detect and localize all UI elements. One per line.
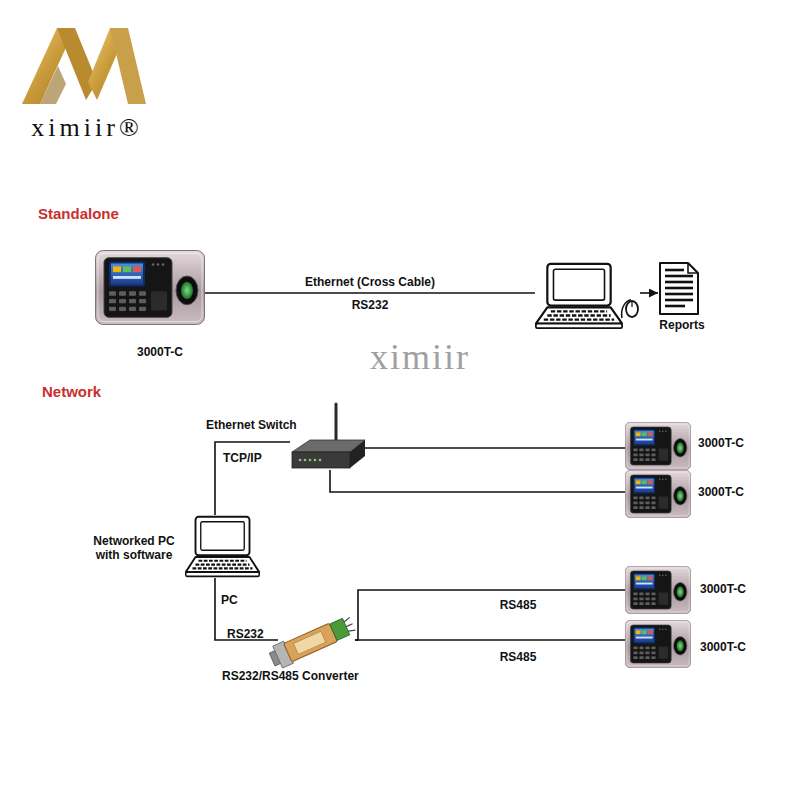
brand-name: ximiir®	[14, 112, 160, 143]
connector-layer	[205, 293, 658, 640]
logo-stroke	[110, 28, 146, 104]
node-label: 3000T-C	[698, 485, 768, 499]
section-heading: Network	[42, 383, 202, 401]
node-label: Reports	[652, 318, 712, 332]
connector	[355, 590, 625, 640]
connector	[215, 442, 290, 515]
logo-shade	[40, 66, 66, 104]
terminal-node: 3000T-C	[625, 470, 691, 518]
connector	[355, 639, 625, 641]
converter-icon	[267, 613, 357, 671]
laptop-node	[535, 262, 640, 332]
mouse-icon	[622, 300, 638, 318]
edge-label: TCP/IP	[223, 451, 283, 465]
connector	[365, 447, 625, 449]
connector	[215, 578, 278, 640]
connector	[330, 470, 625, 492]
edge-label: RS485	[476, 650, 560, 664]
converter-node: RS232/RS485 Converter	[278, 615, 355, 665]
node-label: Ethernet Switch	[206, 418, 318, 432]
edge-label: RS485	[476, 598, 560, 612]
connector	[205, 292, 535, 294]
time-attendance-terminal	[625, 566, 690, 613]
ethernet-switch-icon	[292, 404, 365, 468]
laptop-icon	[536, 264, 622, 328]
terminal-node: 3000T-C	[625, 566, 691, 614]
signal-name: RS232	[320, 298, 420, 312]
pc-node: Networked PC with softwarePC	[185, 515, 260, 578]
edge-label: RS232	[227, 627, 277, 641]
report-node: Reports	[658, 262, 700, 316]
watermark: ximiir	[290, 336, 550, 379]
time-attendance-terminal	[625, 470, 690, 517]
laptop-icon	[186, 517, 260, 577]
node-label: 3000T-C	[698, 436, 768, 450]
terminal-node: 3000T-C	[625, 620, 691, 668]
time-attendance-terminal	[625, 422, 690, 469]
terminal-node: 3000T-C	[625, 422, 691, 470]
node-label: PC	[221, 593, 251, 607]
terminal-node: 3000T-C	[95, 250, 205, 325]
connector	[640, 292, 658, 294]
section-heading: Standalone	[38, 205, 198, 223]
report-document	[660, 263, 698, 314]
time-attendance-terminal	[96, 250, 205, 324]
brand-logo	[22, 28, 146, 104]
switch-node: Ethernet Switch	[290, 437, 365, 470]
node-label: 3000T-C	[118, 345, 202, 359]
node-label: 3000T-C	[700, 640, 770, 654]
node-label: Networked PC with software	[84, 534, 184, 562]
time-attendance-terminal	[625, 620, 690, 667]
edge-label: Ethernet (Cross Cable)	[260, 275, 480, 289]
node-label: 3000T-C	[700, 582, 770, 596]
node-label: RS232/RS485 Converter	[222, 669, 402, 683]
